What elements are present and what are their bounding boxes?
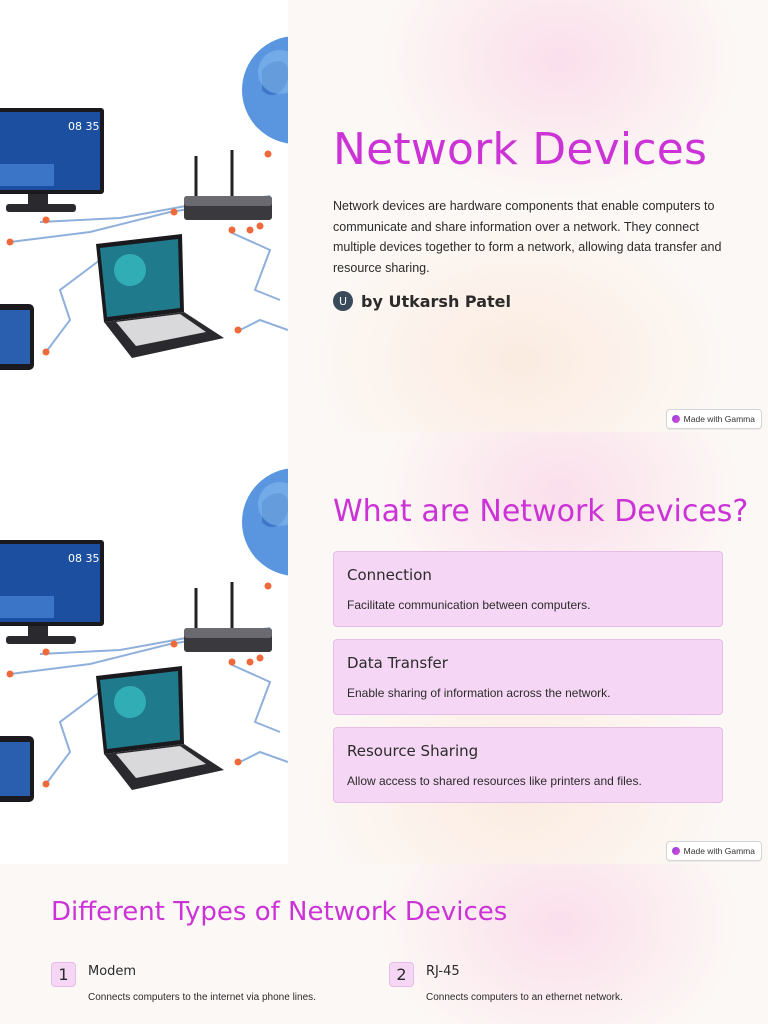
monitor-icon: 08 35	[0, 540, 104, 644]
card-title: Data Transfer	[347, 654, 448, 672]
card-title: Resource Sharing	[347, 742, 479, 760]
slide-background	[0, 864, 768, 1024]
slide-title: 08 35 Network Devices Network devices ar…	[0, 0, 768, 432]
item-number: 2	[389, 962, 414, 987]
router-icon	[184, 582, 272, 652]
item-description: Connects computers to the internet via p…	[88, 992, 316, 1003]
card-connection: Connection Facilitate communication betw…	[333, 551, 723, 627]
author-line: U by Utkarsh Patel	[333, 291, 511, 311]
tablet-icon	[0, 304, 34, 370]
gamma-logo-icon	[671, 415, 680, 423]
monitor-clock: 08 35	[68, 120, 100, 133]
card-description: Enable sharing of information across the…	[347, 686, 611, 700]
page-title: Network Devices	[333, 124, 708, 175]
card-description: Allow access to shared resources like pr…	[347, 774, 642, 788]
item-name: RJ-45	[426, 964, 460, 979]
network-illustration: 08 35	[0, 0, 288, 432]
slide-what-are: 08 35 What are Network Devices? Connecti…	[0, 432, 768, 864]
tablet-icon	[0, 736, 34, 802]
card-data-transfer: Data Transfer Enable sharing of informat…	[333, 639, 723, 715]
monitor-clock: 08 35	[68, 552, 100, 565]
author-name: by Utkarsh Patel	[361, 291, 511, 311]
card-title: Connection	[347, 566, 432, 584]
globe-icon	[242, 468, 288, 576]
badge-label: Made with Gamma	[683, 414, 755, 424]
laptop-icon	[96, 666, 224, 790]
avatar: U	[333, 291, 353, 311]
laptop-icon	[96, 234, 224, 358]
item-number: 1	[51, 962, 76, 987]
network-illustration: 08 35	[0, 432, 288, 864]
monitor-icon: 08 35	[0, 108, 104, 212]
intro-text: Network devices are hardware components …	[333, 199, 722, 276]
badge-label: Made with Gamma	[683, 846, 755, 856]
section-title: What are Network Devices?	[333, 494, 749, 529]
card-resource-sharing: Resource Sharing Allow access to shared …	[333, 727, 723, 803]
item-description: Connects computers to an ethernet networ…	[426, 992, 623, 1003]
made-with-gamma-badge[interactable]: Made with Gamma	[665, 409, 762, 429]
item-name: Modem	[88, 964, 137, 979]
gamma-logo-icon	[671, 847, 680, 855]
globe-icon	[242, 36, 288, 144]
router-icon	[184, 150, 272, 220]
made-with-gamma-badge[interactable]: Made with Gamma	[665, 841, 762, 861]
card-description: Facilitate communication between compute…	[347, 598, 591, 612]
section-title-types: Different Types of Network Devices	[51, 897, 508, 927]
slide-types	[0, 864, 768, 1024]
